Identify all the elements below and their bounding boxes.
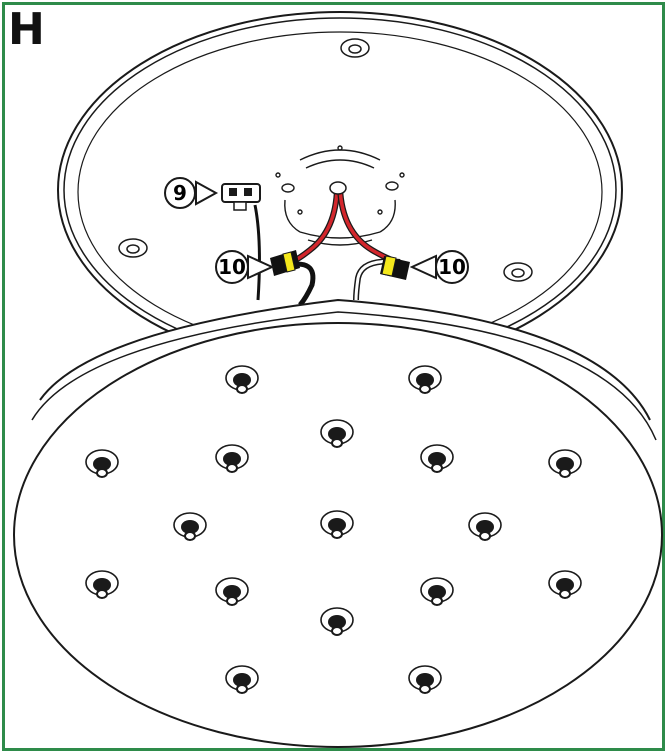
led-bead-icon (173, 512, 207, 541)
callout-pointer-9 (164, 177, 219, 209)
callout-10-right-label: 10 (438, 255, 466, 279)
led-bead-icon (215, 577, 249, 606)
base-screw-top (340, 38, 370, 58)
led-bead-icon (85, 449, 119, 478)
led-bead-icon (420, 577, 454, 606)
led-bead-icon (320, 607, 354, 636)
base-screw-right (503, 262, 533, 282)
mounting-bracket (275, 145, 405, 246)
led-bead-icon (468, 512, 502, 541)
callout-10-left-label: 10 (218, 255, 246, 279)
led-bead-icon (408, 665, 442, 694)
led-bead-icon (215, 444, 249, 473)
led-bead-icon (408, 365, 442, 394)
led-bead-icon (548, 449, 582, 478)
base-screw-left (118, 238, 148, 258)
connector-right (380, 255, 410, 280)
connector-left (270, 250, 300, 276)
callout-pointer-10-left (215, 250, 275, 284)
led-bead-icon (548, 570, 582, 599)
led-bead-icon (225, 365, 259, 394)
led-bead-icon (320, 419, 354, 448)
led-bead-icon (420, 444, 454, 473)
callout-pointer-10-right (409, 250, 469, 284)
led-bead-group (85, 365, 582, 694)
led-bead-icon (225, 665, 259, 694)
cable-hole (329, 181, 347, 195)
callout-9-label: 9 (173, 181, 187, 205)
step-letter: H (8, 4, 45, 55)
led-bead-icon (85, 570, 119, 599)
terminal-block (221, 183, 261, 211)
led-bead-icon (320, 510, 354, 539)
